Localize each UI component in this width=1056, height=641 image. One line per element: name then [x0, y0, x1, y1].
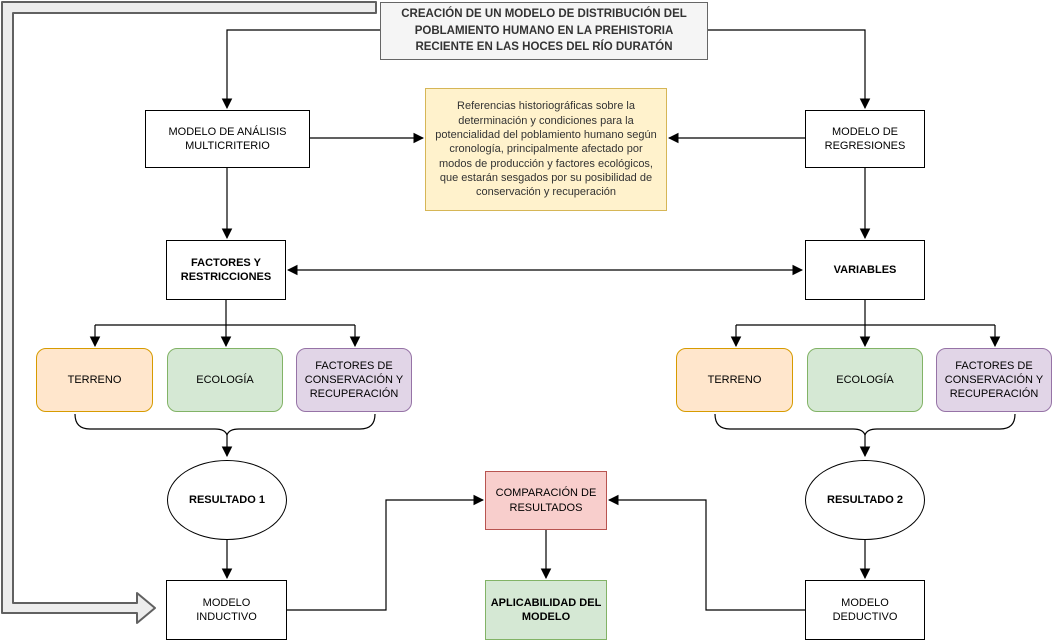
connector-title-to-multicriterio [221, 29, 380, 110]
node-modelo-inductivo: MODELO INDUCTIVO [166, 580, 287, 640]
node-modelo-analisis-multicriterio: MODELO DE ANÁLISIS MULTICRITERIO [145, 110, 310, 168]
node-modelo-regresiones: MODELO DE REGRESIONES [805, 110, 925, 168]
feedback-block-arrow [1, 1, 377, 624]
connector-deductivo-to-comparacion [607, 494, 805, 611]
connector-variables-split-stem [736, 300, 995, 326]
node-variables: VARIABLES [805, 240, 925, 300]
node-title: CREACIÓN DE UN MODELO DE DISTRIBUCIÓN DE… [380, 2, 708, 60]
node-comparacion-resultados: COMPARACIÓN DE RESULTADOS [485, 471, 607, 530]
connector-title-to-regresiones [708, 29, 871, 110]
node-aplicabilidad-modelo: APLICABILIDAD DEL MODELO [485, 580, 607, 640]
node-conservacion-right: FACTORES DE CONSERVACIÓN Y RECUPERACIÓN [936, 348, 1052, 412]
node-ecologia-left: ECOLOGÍA [167, 348, 283, 412]
node-referencias-historiograficas: Referencias historiográficas sobre la de… [425, 88, 667, 211]
node-conservacion-left: FACTORES DE CONSERVACIÓN Y RECUPERACIÓN [296, 348, 412, 412]
node-terreno-left: TERRENO [36, 348, 153, 412]
connector-inductivo-to-comparacion [287, 494, 485, 611]
node-resultado-1: RESULTADO 1 [167, 460, 287, 540]
node-terreno-right: TERRENO [676, 348, 793, 412]
node-modelo-deductivo: MODELO DEDUCTIVO [805, 580, 925, 640]
connector-factores-split-stem [95, 300, 355, 326]
brace-right [714, 413, 1016, 437]
brace-left [74, 413, 376, 437]
node-resultado-2: RESULTADO 2 [805, 460, 925, 540]
node-ecologia-right: ECOLOGÍA [807, 348, 923, 412]
node-factores-restricciones: FACTORES Y RESTRICCIONES [166, 240, 286, 300]
